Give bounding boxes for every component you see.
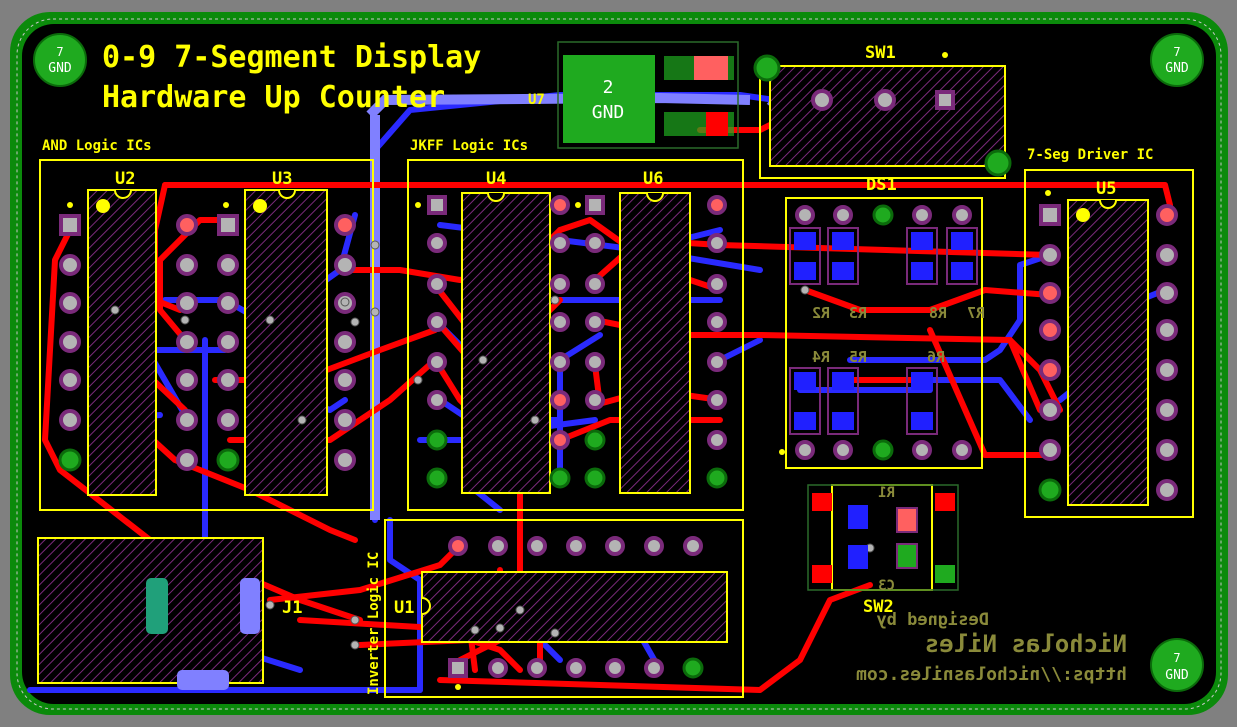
- smd-resistor-pads: [789, 227, 978, 435]
- credit-line2: Nicholas Niles: [925, 630, 1127, 658]
- c3-label: C3: [878, 578, 895, 594]
- ds1-designator: DS1: [866, 175, 897, 195]
- sw2-pads: [807, 484, 959, 591]
- r7-label: R7: [967, 304, 985, 322]
- r2-label: R2: [812, 304, 830, 322]
- r6-label: R6: [927, 348, 945, 366]
- jkff-group-label: JKFF Logic ICs: [410, 138, 528, 154]
- r5-label: R5: [849, 348, 867, 366]
- u7-gnd-label: GND: [592, 102, 625, 123]
- sw1-designator: SW1: [865, 43, 896, 63]
- board-title-line1: 0-9 7-Segment Display: [102, 40, 481, 75]
- r4-label: R4: [812, 348, 830, 366]
- r8-label: R8: [929, 304, 947, 322]
- gnd-net-num-tr: 7: [1173, 45, 1180, 59]
- j1-designator: J1: [282, 598, 302, 618]
- j1-barrel-jack: [37, 537, 264, 690]
- u7-net-num: 2: [603, 77, 614, 98]
- u6-designator: U6: [643, 169, 663, 189]
- gnd-label-tr: GND: [1165, 61, 1189, 76]
- credit-line3: https://nicholasniles.com: [856, 664, 1127, 685]
- u5-designator: U5: [1096, 179, 1116, 199]
- r1-label: R1: [878, 485, 895, 501]
- gnd-label-br: GND: [1165, 668, 1189, 683]
- sw2-designator: SW2: [863, 597, 894, 617]
- mounting-holes: [33, 33, 1204, 692]
- through-hole-pads: [58, 54, 1178, 679]
- gnd-label-tl: GND: [48, 61, 72, 76]
- u7-regulator: [557, 41, 739, 149]
- driver-group-label: 7-Seg Driver IC: [1027, 147, 1153, 163]
- u1-designator: U1: [394, 598, 414, 618]
- board-title-line2: Hardware Up Counter: [102, 80, 445, 115]
- credit-line1: Designed by: [876, 610, 989, 630]
- u2-designator: U2: [115, 169, 135, 189]
- gnd-net-num-br: 7: [1173, 651, 1180, 665]
- inverter-group-label: Inverter Logic IC: [366, 552, 382, 695]
- u7-designator: U7: [528, 92, 545, 108]
- r3-label: R3: [849, 304, 867, 322]
- and-group-label: AND Logic ICs: [42, 138, 152, 154]
- u4-designator: U4: [486, 169, 506, 189]
- gnd-net-num-tl: 7: [56, 45, 63, 59]
- u3-designator: U3: [272, 169, 292, 189]
